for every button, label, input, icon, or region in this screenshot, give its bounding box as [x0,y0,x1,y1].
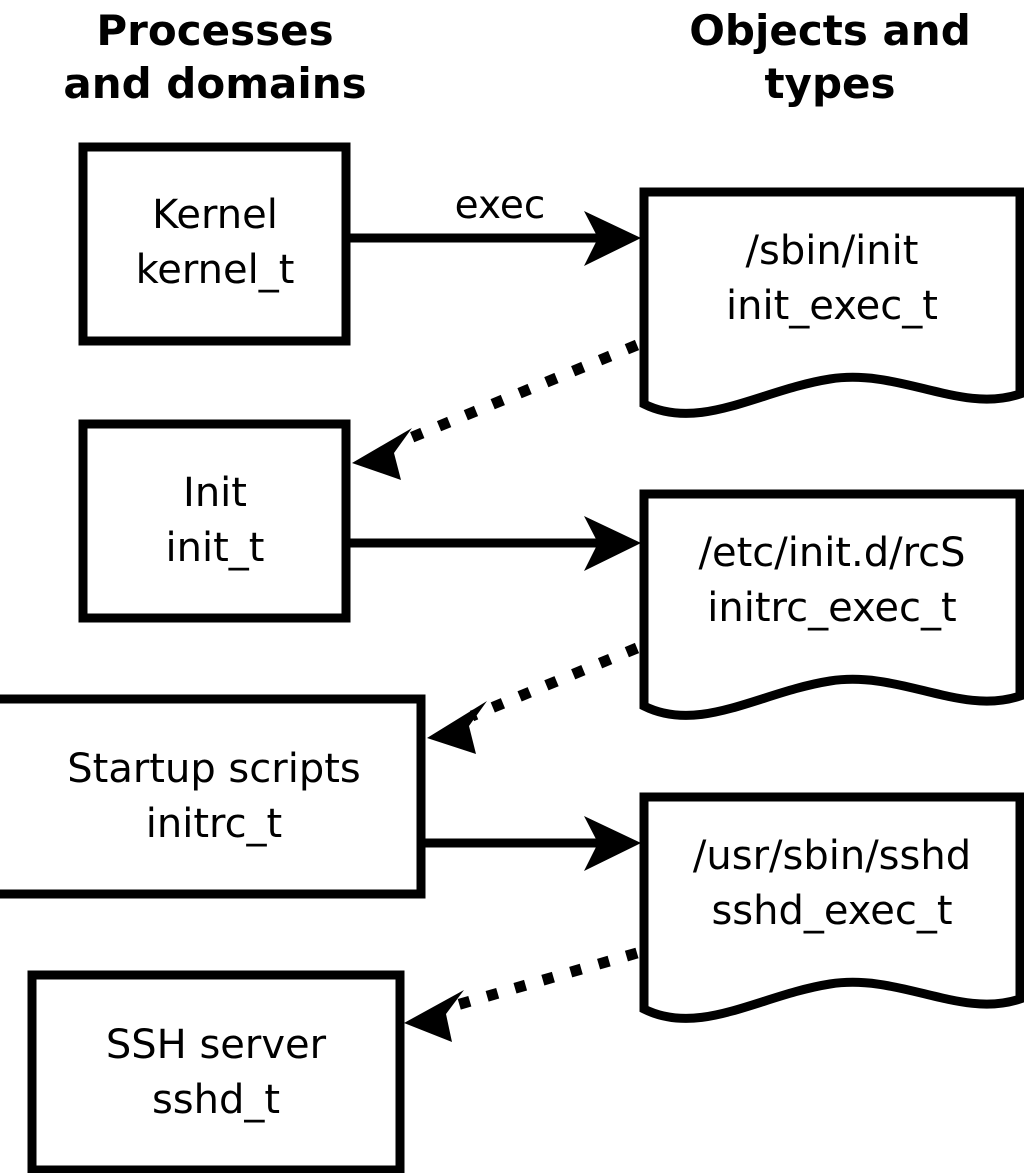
process-node-ssh-server-type: sshd_t [152,1077,280,1123]
edge-init-exec-transition-init [352,339,640,480]
object-node-initrc-exec[interactable]: /etc/init.d/rcS initrc_exec_t [639,489,1024,720]
process-node-kernel-type: kernel_t [136,247,295,293]
edge-line [395,339,640,449]
column-header-objects: Objects and types [689,6,971,108]
process-node-ssh-server-box[interactable] [27,970,405,1173]
arrow-head-icon [404,990,464,1042]
process-node-kernel-box[interactable] [78,142,351,346]
edge-initrc-exec-transition-initrc [427,642,640,754]
object-node-initrc-exec-path: /etc/init.d/rcS [698,530,965,576]
edge-init-exec-initrc-exec [350,516,641,571]
object-node-init-exec-path: /sbin/init [746,228,919,274]
process-node-startup-scripts-type: initrc_t [146,801,283,847]
object-node-sshd-exec[interactable]: /usr/sbin/sshd sshd_exec_t [639,792,1024,1023]
edge-kernel-exec-init-exec: exec [350,183,641,266]
arrow-head-icon [584,516,641,571]
object-node-initrc-exec-type: initrc_exec_t [707,585,956,631]
process-node-startup-scripts-name: Startup scripts [67,746,360,792]
process-node-init[interactable]: Init init_t [78,419,351,623]
column-header-processes-line1: Processes [96,6,333,55]
arrow-head-icon [427,701,487,754]
object-node-init-exec-document-shape[interactable] [639,187,1024,418]
process-node-init-type: init_t [166,525,265,571]
column-header-processes-line2: and domains [63,59,366,108]
edge-line [469,642,640,722]
object-node-init-exec[interactable]: /sbin/init init_exec_t [639,187,1024,418]
process-node-ssh-server[interactable]: SSH server sshd_t [27,970,405,1173]
object-node-sshd-exec-path: /usr/sbin/sshd [693,833,971,879]
process-node-init-name: Init [183,470,247,516]
edge-initrc-exec-sshd-exec [425,816,641,871]
object-node-sshd-exec-type: sshd_exec_t [711,888,952,934]
process-node-init-box[interactable] [78,419,351,623]
object-node-init-exec-type: init_exec_t [726,283,938,329]
process-node-ssh-server-name: SSH server [106,1022,327,1068]
arrow-head-icon [584,211,641,266]
process-node-kernel-name: Kernel [152,192,278,238]
object-node-initrc-exec-document-shape[interactable] [639,489,1024,720]
edge-sshd-exec-transition-sshd [404,947,639,1042]
column-header-objects-line2: types [764,59,895,108]
process-node-kernel[interactable]: Kernel kernel_t [78,142,351,346]
object-node-sshd-exec-document-shape[interactable] [639,792,1024,1023]
column-header-processes: Processes and domains [63,6,366,108]
process-node-startup-scripts[interactable]: Startup scripts initrc_t [0,694,426,899]
column-header-objects-line1: Objects and [689,6,971,55]
arrow-head-icon [584,816,641,871]
arrow-head-icon [352,428,412,480]
edge-label-exec: exec [455,183,546,228]
process-node-startup-scripts-box[interactable] [0,694,426,899]
edge-line [448,947,639,1013]
